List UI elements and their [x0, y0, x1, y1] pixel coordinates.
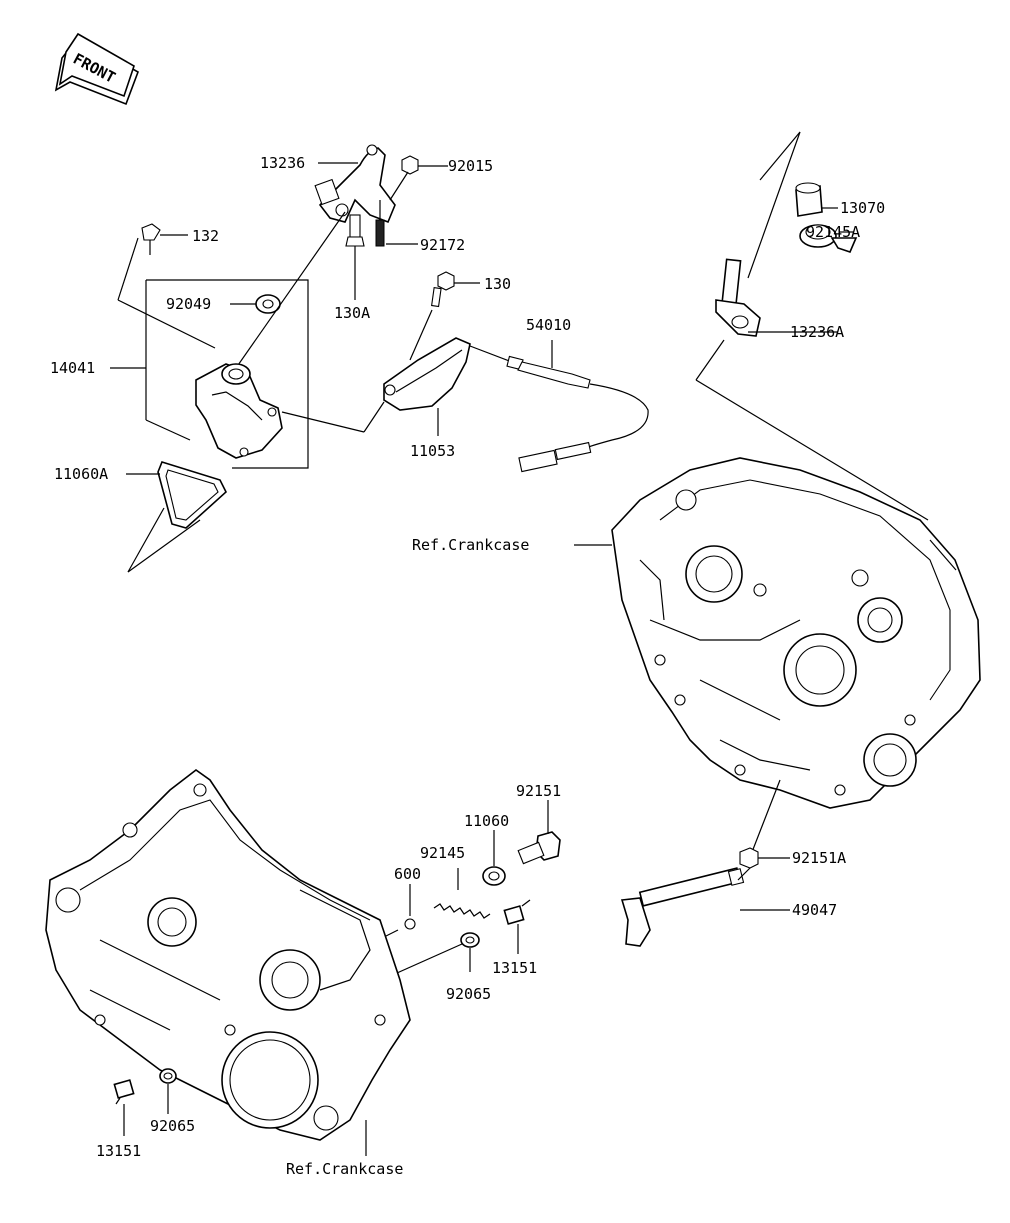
- callout-49047: 49047: [792, 901, 837, 919]
- callout-92172: 92172: [420, 236, 465, 254]
- shaft-13236A: [715, 258, 838, 337]
- cover-14041-outline: [110, 279, 309, 469]
- bolt-92151A: [739, 847, 790, 869]
- callout-92145A: 92145A: [806, 223, 860, 241]
- callout-14041: 14041: [50, 359, 95, 377]
- callout-54010: 54010: [526, 316, 571, 334]
- shift-shaft-49047: [620, 867, 790, 947]
- callout-600: 600: [394, 865, 421, 883]
- gear-cover-14041: [195, 363, 283, 459]
- callout-92065-left: 92065: [150, 1117, 195, 1135]
- switch-13151: [503, 899, 531, 954]
- sensor-cover-11053: [383, 337, 471, 436]
- spring-bolt-92172: [375, 200, 418, 247]
- callout-92151: 92151: [516, 782, 561, 800]
- bolt-130: [409, 271, 480, 361]
- ball-600: [404, 884, 416, 930]
- callout-13070: 13070: [840, 199, 885, 217]
- callout-13236: 13236: [260, 154, 305, 172]
- shift-lever-bracket-13236: [314, 144, 396, 224]
- gasket-11060A: [126, 461, 227, 529]
- callout-11060A: 11060A: [54, 465, 108, 483]
- callout-13151: 13151: [492, 959, 537, 977]
- callout-92065: 92065: [446, 985, 491, 1003]
- callout-ref-crankcase-top: Ref.Crankcase: [412, 536, 529, 554]
- callout-13236A: 13236A: [790, 323, 844, 341]
- nut-92015: [401, 155, 448, 175]
- callout-13151-left: 13151: [96, 1142, 141, 1160]
- callout-92151A: 92151A: [792, 849, 846, 867]
- callout-11060: 11060: [464, 812, 509, 830]
- switch-13151-left: [113, 1079, 135, 1136]
- spring-92145A: [799, 224, 858, 253]
- oil-seal-92049: [230, 294, 281, 314]
- collar-13070: [795, 182, 838, 217]
- washer-92065-left: [159, 1068, 177, 1114]
- callout-92049: 92049: [166, 295, 211, 313]
- callout-130A: 130A: [334, 304, 370, 322]
- washer-92065: [460, 932, 480, 972]
- crankcase-left: [45, 769, 411, 1141]
- bolt-132: [141, 223, 188, 255]
- front-arrow-icon: FRONT: [54, 32, 139, 106]
- callout-11053: 11053: [410, 442, 455, 460]
- crankcase-right: [611, 457, 981, 809]
- spring-92145: [433, 868, 491, 919]
- washer-11060: [482, 830, 506, 886]
- callout-92145: 92145: [420, 844, 465, 862]
- cable-54010: [469, 340, 649, 473]
- callout-ref-crankcase-bottom: Ref.Crankcase: [286, 1160, 403, 1178]
- callout-130: 130: [484, 275, 511, 293]
- plug-92151: [517, 800, 561, 865]
- callout-132: 132: [192, 227, 219, 245]
- bolt-130A: [345, 214, 365, 300]
- callout-92015: 92015: [448, 157, 493, 175]
